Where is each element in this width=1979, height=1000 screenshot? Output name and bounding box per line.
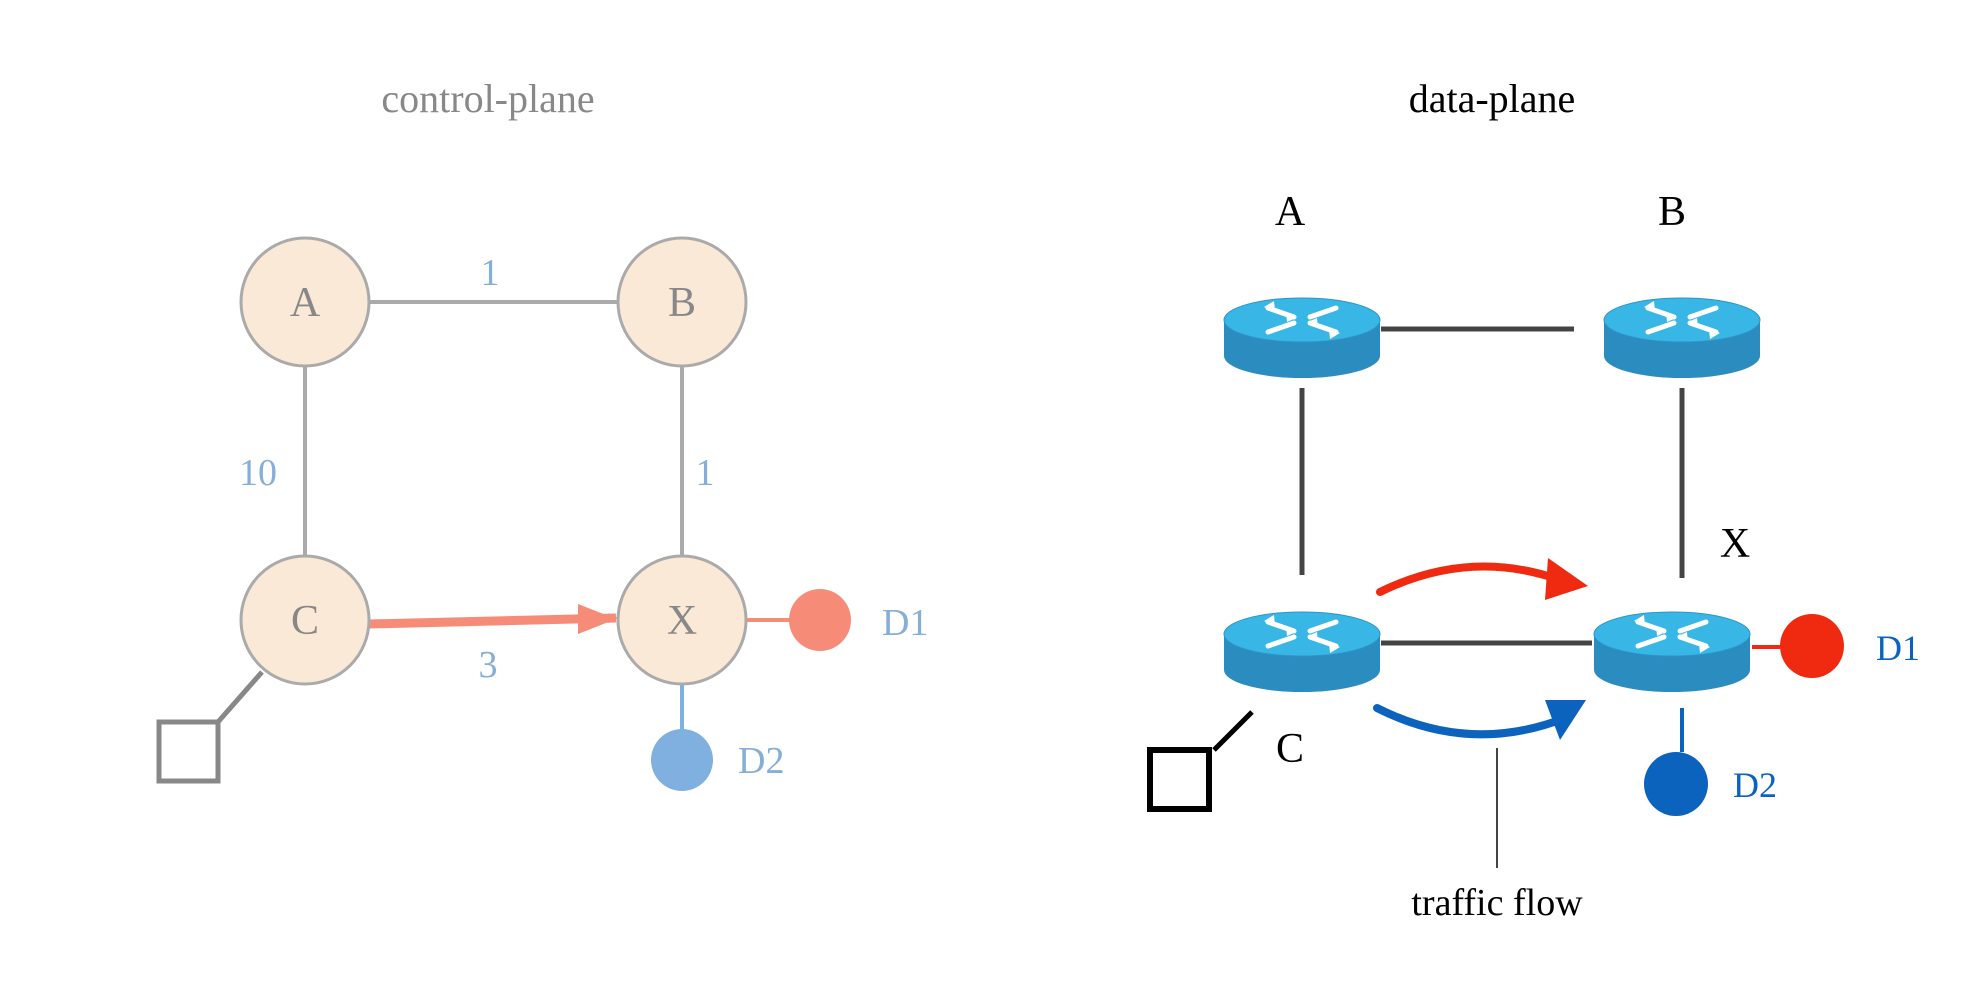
dp-destination-d2-dot bbox=[1644, 752, 1708, 816]
node-b bbox=[616, 236, 748, 368]
router-b-label: B bbox=[1658, 189, 1686, 235]
dp-destination-d1-label: D1 bbox=[1876, 628, 1920, 668]
data-plane-title: data-plane bbox=[1409, 76, 1576, 121]
weight-a-b: 1 bbox=[481, 252, 500, 294]
path-arrowhead bbox=[578, 604, 616, 634]
dp-link-c-host bbox=[1212, 710, 1254, 752]
destination-d1-dot bbox=[789, 589, 851, 651]
node-x-label: X bbox=[667, 598, 697, 644]
traffic-arrow-red bbox=[1376, 562, 1564, 596]
node-a bbox=[239, 236, 371, 368]
router-a-icon bbox=[1224, 298, 1380, 378]
dp-destination-d1-dot bbox=[1780, 614, 1844, 678]
destination-d2-dot bbox=[651, 729, 713, 791]
node-b-label: B bbox=[668, 280, 696, 326]
router-x-icon bbox=[1594, 612, 1750, 692]
destination-d2-label: D2 bbox=[738, 740, 784, 782]
traffic-flow-label: traffic flow bbox=[1411, 882, 1583, 924]
traffic-arrowhead-blue bbox=[1545, 700, 1586, 740]
traffic-arrow-blue bbox=[1373, 704, 1569, 739]
dp-host-square-icon bbox=[1147, 747, 1212, 812]
link-c-x-path-arrow bbox=[368, 613, 618, 629]
destination-d1-label: D1 bbox=[882, 602, 928, 644]
router-a-label: A bbox=[1275, 189, 1306, 235]
weight-c-x: 3 bbox=[479, 644, 498, 686]
dp-destination-d2-label: D2 bbox=[1733, 765, 1777, 805]
node-c bbox=[239, 554, 371, 686]
router-c-label: C bbox=[1276, 726, 1304, 772]
link-c-host bbox=[216, 670, 264, 724]
traffic-arrowhead-red bbox=[1545, 558, 1588, 600]
node-c-label: C bbox=[291, 598, 319, 644]
weight-b-x: 1 bbox=[696, 452, 715, 494]
data-plane: data-plane A B C X traffic flow D1 D2 bbox=[1147, 76, 1920, 924]
router-b-icon bbox=[1604, 298, 1760, 378]
node-a-label: A bbox=[290, 280, 321, 326]
control-plane-title: control-plane bbox=[381, 76, 594, 121]
router-x-label: X bbox=[1720, 521, 1750, 567]
host-square-icon bbox=[156, 719, 221, 784]
weight-a-c: 10 bbox=[239, 452, 277, 494]
node-x bbox=[616, 554, 748, 686]
control-plane: control-plane 1 10 1 3 A B C X D1 D2 bbox=[156, 76, 928, 791]
router-c-icon bbox=[1224, 612, 1380, 692]
